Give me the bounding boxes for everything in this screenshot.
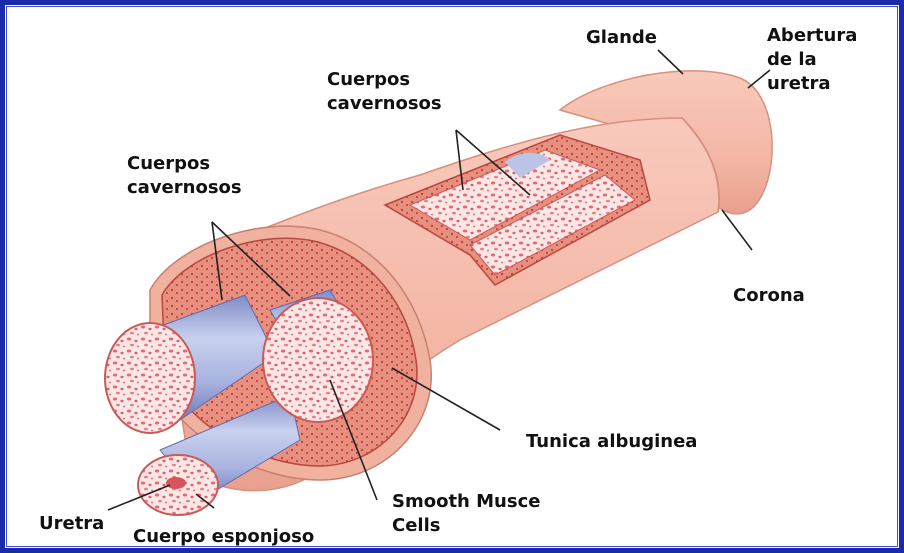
label-cuerpos-left: Cuerpos cavernosos: [127, 152, 242, 200]
leader-glande: [658, 50, 683, 74]
label-abertura-line-2: de la: [767, 48, 857, 72]
label-uretra: Uretra: [39, 512, 104, 536]
label-abertura-line-1: Abertura: [767, 24, 857, 48]
label-corona: Corona: [733, 284, 805, 308]
leader-corona: [722, 210, 752, 250]
label-tunica: Tunica albuginea: [526, 430, 697, 454]
label-smooth-line-2: Cells: [392, 514, 540, 538]
label-smooth-line-1: Smooth Musce: [392, 490, 540, 514]
left-corpus-section: [105, 323, 195, 433]
label-cuerpos-top: Cuerpos cavernosos: [327, 68, 442, 116]
label-esponjoso: Cuerpo esponjoso: [133, 525, 314, 549]
label-cuerpos-top-line-2: cavernosos: [327, 92, 442, 116]
label-cuerpos-left-line-2: cavernosos: [127, 176, 242, 200]
urethra-section: [166, 477, 186, 489]
label-abertura-line-3: uretra: [767, 72, 857, 96]
label-cuerpos-top-line-1: Cuerpos: [327, 68, 442, 92]
right-corpus-section: [263, 298, 373, 422]
label-smooth: Smooth Musce Cells: [392, 490, 540, 538]
label-glande: Glande: [586, 26, 657, 50]
label-abertura: Abertura de la uretra: [767, 24, 857, 96]
label-cuerpos-left-line-1: Cuerpos: [127, 152, 242, 176]
